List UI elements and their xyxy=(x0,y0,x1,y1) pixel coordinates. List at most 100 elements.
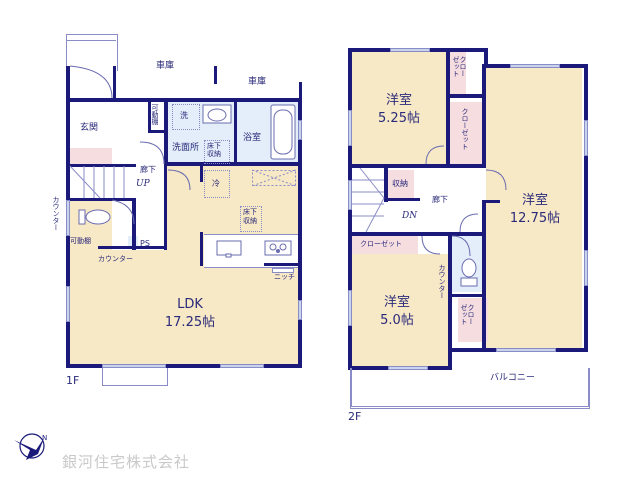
fridge-area xyxy=(204,170,230,198)
ldk-size: 17.25帖 xyxy=(164,314,216,330)
room-b-floor xyxy=(486,66,582,348)
stairs-dn-label: DN xyxy=(402,211,418,221)
stairs-icon xyxy=(69,165,125,199)
washer-area xyxy=(172,104,200,130)
counter-2f-label: カウンター xyxy=(438,264,446,299)
wall xyxy=(214,66,217,84)
wall xyxy=(98,246,166,249)
wall xyxy=(234,100,237,164)
svg-text:N: N xyxy=(42,434,47,442)
floor-2f-tag: 2F xyxy=(348,410,362,423)
storage-floor xyxy=(388,170,414,198)
room-a-floor xyxy=(350,52,446,164)
wall xyxy=(164,162,300,166)
shelf-bottom-label: 可動棚 xyxy=(70,237,91,245)
storage-label: 収納 xyxy=(392,179,408,188)
wall xyxy=(66,98,302,102)
bathroom-label: 浴室 xyxy=(243,133,262,143)
balcony-outline xyxy=(350,368,590,409)
wall xyxy=(148,130,164,133)
sink-icon xyxy=(216,240,242,258)
window xyxy=(388,366,428,370)
window xyxy=(220,364,264,368)
company-name: 銀河住宅株式会社 xyxy=(62,453,191,471)
entrance-label: 玄関 xyxy=(80,123,99,133)
window xyxy=(66,200,70,236)
closet-b-label: クローゼット xyxy=(461,108,469,150)
room-a-name: 洋室 xyxy=(385,93,412,108)
deck-outline xyxy=(102,368,168,386)
niche-bar xyxy=(272,268,294,273)
window xyxy=(348,180,352,210)
closet-a-label: クロー ゼット xyxy=(452,56,467,77)
window xyxy=(348,110,352,146)
window xyxy=(348,290,352,326)
wall xyxy=(299,82,302,100)
entrance-floor xyxy=(68,100,112,150)
room-b-name: 洋室 xyxy=(521,193,548,208)
stairs-icon xyxy=(352,167,385,233)
stairs-up-label: UP xyxy=(136,179,150,189)
washroom-storage-box xyxy=(204,140,230,164)
room-a-label: 洋室 5.25帖 xyxy=(364,92,434,127)
toilet-icon xyxy=(460,258,478,287)
shelf-top-label: 可動棚 xyxy=(151,104,159,125)
wall xyxy=(68,198,136,201)
closet-a-floor xyxy=(450,52,466,94)
wall xyxy=(264,263,300,266)
wall xyxy=(350,164,486,168)
room-c-name: 洋室 xyxy=(383,295,410,310)
closet-d-label: クロー ゼット xyxy=(460,304,475,325)
room-b-label: 洋室 12.75帖 xyxy=(500,192,570,227)
closet-b-floor xyxy=(450,102,482,166)
toilet-icon xyxy=(78,209,111,225)
hallway-label-2f: 廊下 xyxy=(432,195,448,204)
compass-bird-logo-icon: N xyxy=(14,433,47,460)
window xyxy=(102,364,166,368)
entrance-step xyxy=(68,148,112,164)
wall xyxy=(200,166,203,182)
kitchen-storage-box xyxy=(240,206,262,232)
wall xyxy=(384,198,420,201)
washroom-storage-label: 床下 収納 xyxy=(207,142,221,159)
room-a-size: 5.25帖 xyxy=(378,110,420,126)
wall xyxy=(484,48,488,68)
garage-label-b: 車庫 xyxy=(248,77,267,87)
room-c-label: 洋室 5.0帖 xyxy=(362,294,432,329)
window xyxy=(584,120,588,156)
wall xyxy=(350,232,486,236)
counter-bottom-label: カウンター xyxy=(98,255,133,263)
floor-1f-tag: 1F xyxy=(66,374,80,387)
wall xyxy=(482,64,486,168)
wash-label: 洗 xyxy=(180,111,188,120)
window xyxy=(584,250,588,286)
niche-label: ニッチ xyxy=(274,273,295,281)
closet-c-label: クローゼット xyxy=(360,240,402,248)
balcony-label: バルコニー xyxy=(490,373,535,383)
wall xyxy=(384,166,388,202)
washroom-label: 洗面所 xyxy=(172,143,200,153)
window xyxy=(390,48,430,52)
wall xyxy=(482,200,486,350)
wall xyxy=(164,100,168,166)
wall xyxy=(446,48,450,168)
wall xyxy=(448,232,452,368)
stairs-floor xyxy=(68,166,136,198)
wall xyxy=(68,164,136,167)
window xyxy=(298,300,302,320)
hallway-label-1f: 廊下 xyxy=(140,165,156,174)
wall xyxy=(450,294,486,297)
wall xyxy=(298,98,302,366)
ps-label: PS xyxy=(140,239,150,248)
garage-label-a: 車庫 xyxy=(156,61,175,71)
room-c-floor xyxy=(352,254,448,368)
ldk-label: LDK 17.25帖 xyxy=(150,296,230,331)
wall xyxy=(200,232,203,266)
window xyxy=(496,348,556,352)
wall xyxy=(164,166,167,250)
closet-c-floor xyxy=(352,236,418,254)
wall xyxy=(66,364,302,368)
window xyxy=(66,286,70,322)
porch-outline-inner xyxy=(66,40,116,41)
